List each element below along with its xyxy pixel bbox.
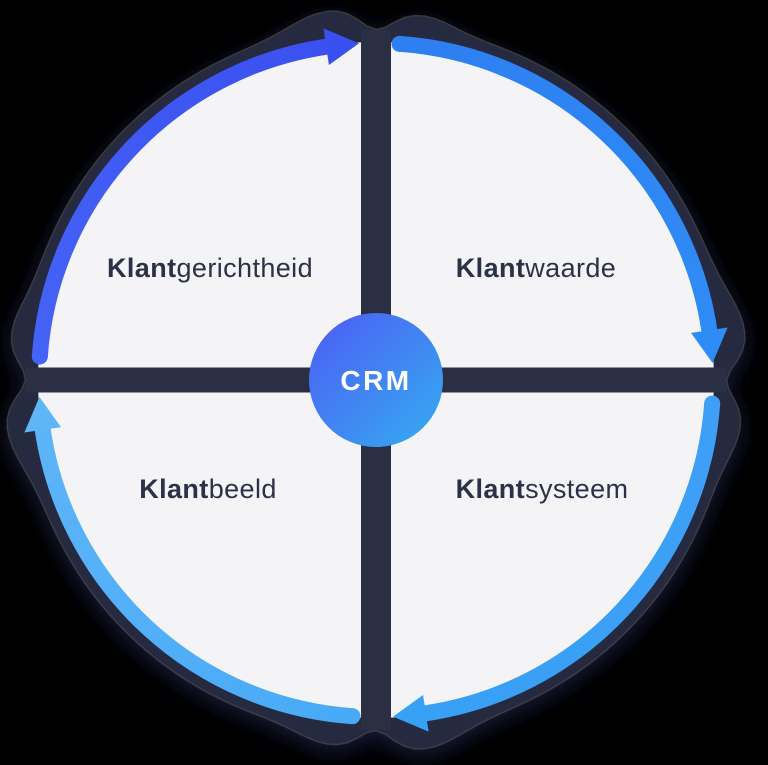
label-klantwaarde-bold: Klant — [456, 253, 526, 283]
label-klantsysteem: Klantsysteem — [456, 474, 629, 504]
label-klantbeeld-bold: Klant — [139, 474, 209, 504]
cycle-arc-right-to-bottom — [423, 402, 721, 722]
crm-label: CRM — [340, 365, 411, 396]
cycle-arc-bottom-to-left — [34, 427, 354, 725]
arrowhead-right — [691, 327, 728, 363]
cycle-arc-left-to-top — [31, 38, 329, 358]
crm-badge-circle — [309, 313, 443, 447]
quadrant-labels: Klantgerichtheid Klantwaarde Klantbeeld … — [107, 253, 628, 504]
label-klantbeeld-rest: beeld — [209, 474, 277, 504]
arrowhead-top — [323, 28, 359, 65]
cycle-arc-top-to-right — [398, 35, 718, 333]
label-klantgerichtheid: Klantgerichtheid — [107, 253, 313, 283]
label-klantbeeld: Klantbeeld — [139, 474, 277, 504]
label-klantgerichtheid-bold: Klant — [107, 253, 177, 283]
label-klantwaarde-rest: waarde — [524, 253, 616, 283]
label-klantwaarde: Klantwaarde — [456, 253, 616, 283]
crm-center-badge: CRM — [309, 313, 443, 447]
label-klantsysteem-bold: Klant — [456, 474, 526, 504]
arrowhead-bottom — [393, 695, 429, 732]
label-klantsysteem-rest: systeem — [525, 474, 628, 504]
cycle-arrows — [24, 28, 728, 732]
arrowhead-left — [24, 397, 61, 433]
label-klantgerichtheid-rest: gerichtheid — [177, 253, 314, 283]
